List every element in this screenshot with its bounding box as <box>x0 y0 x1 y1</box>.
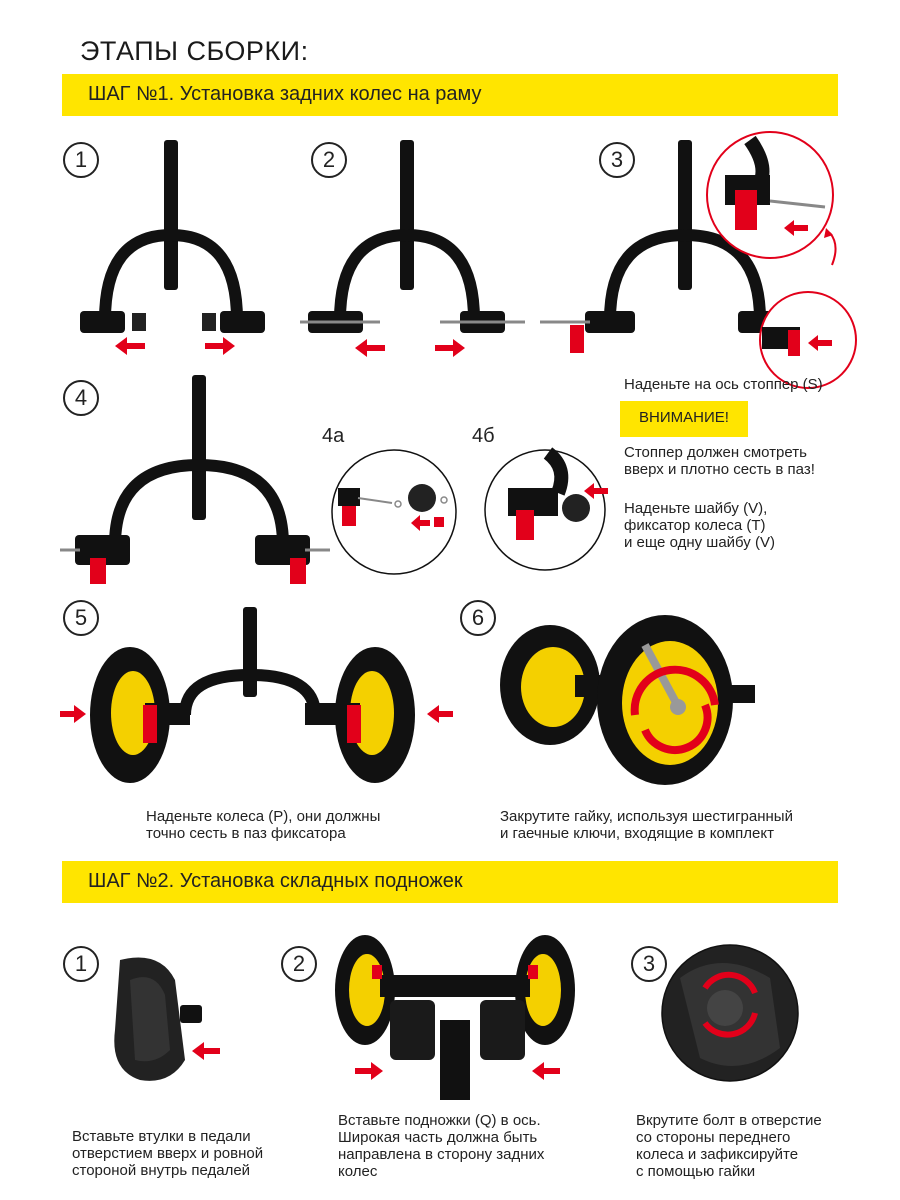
pedal-illustration-1 <box>114 957 220 1081</box>
detail-circle-4b <box>484 447 608 571</box>
frame-illustration-1 <box>80 140 265 355</box>
step2-caption-3: Вкрутите болт в отверстие со стороны пер… <box>636 1112 822 1180</box>
step2-caption-3-line-4: с помощью гайки <box>636 1163 756 1180</box>
step1-num-1: 1 <box>63 142 99 178</box>
step1-num-4: 4 <box>63 380 99 416</box>
step1-num-2: 2 <box>311 142 347 178</box>
stopper-warning-line-1: Стоппер должен смотреть <box>624 444 807 461</box>
stopper-instruction: Наденьте на ось стоппер (S) <box>624 376 823 393</box>
step1-num-5: 5 <box>63 600 99 636</box>
step2-num-3: 3 <box>631 946 667 982</box>
step2-caption-2-line-3: направлена в сторону задних <box>338 1146 545 1163</box>
bolt-illustration-3 <box>661 944 799 1082</box>
washer-line-1: Наденьте шайбу (V), <box>624 500 768 517</box>
nut-caption: Закрутите гайку, используя шестигранный … <box>500 808 793 842</box>
step2-caption-3-line-3: колеса и зафиксируйте <box>636 1146 799 1163</box>
step2-banner: ШАГ №2. Установка складных подножек <box>62 861 838 903</box>
detail-circle-4a <box>331 449 457 575</box>
warning-text: ВНИМАНИЕ! <box>639 409 729 426</box>
step2-caption-1-line-1: Вставьте втулки в педали <box>72 1128 251 1145</box>
step2-caption-3-line-2: со стороны переднего <box>636 1129 791 1146</box>
step2-caption-2-line-4: колес <box>338 1163 378 1180</box>
nut-caption-line-1: Закрутите гайку, используя шестигранный <box>500 808 793 825</box>
step2-caption-2-line-2: Широкая часть должна быть <box>338 1129 538 1146</box>
frame-illustration-2 <box>300 140 525 357</box>
step2-caption-2: Вставьте подножки (Q) в ось. Широкая час… <box>338 1112 544 1180</box>
wheels-caption-line-2: точно сесть в паз фиксатора <box>146 825 346 842</box>
washer-instruction: Наденьте шайбу (V), фиксатор колеса (T) … <box>624 500 775 551</box>
step2-banner-text: ШАГ №2. Установка складных подножек <box>88 870 463 892</box>
wheels-illustration-6 <box>500 615 755 785</box>
step2-caption-1-line-2: отверстием вверх и ровной <box>72 1145 264 1162</box>
washer-line-3: и еще одну шайбу (V) <box>624 534 775 551</box>
step2-caption-1-line-3: стороной внутрь педалей <box>72 1162 251 1179</box>
arrow-right-icon <box>205 337 235 355</box>
sublabel-4a: 4а <box>322 425 345 447</box>
step2-caption-2-line-1: Вставьте подножки (Q) в ось. <box>338 1112 541 1129</box>
sublabel-4b: 4б <box>472 425 495 447</box>
washer-line-2: фиксатор колеса (T) <box>624 517 766 534</box>
step1-banner: ШАГ №1. Установка задних колес на раму <box>62 74 838 116</box>
nut-caption-line-2: и гаечные ключи, входящие в комплект <box>500 825 774 842</box>
footrest-illustration-2 <box>335 935 575 1100</box>
arrow-left-icon <box>115 337 145 355</box>
step2-num-1: 1 <box>63 946 99 982</box>
step1-num-3: 3 <box>599 142 635 178</box>
step2-caption-3-line-1: Вкрутите болт в отверстие <box>636 1112 822 1129</box>
page-title: ЭТАПЫ СБОРКИ: <box>80 36 309 66</box>
frame-illustration-3 <box>540 131 857 389</box>
warning-badge: ВНИМАНИЕ! <box>620 401 748 437</box>
stopper-warning-line-2: вверх и плотно сесть в паз! <box>624 461 815 478</box>
step2-num-2: 2 <box>281 946 317 982</box>
step1-banner-text: ШАГ №1. Установка задних колес на раму <box>88 83 482 105</box>
step2-caption-1: Вставьте втулки в педали отверстием ввер… <box>72 1128 263 1179</box>
wheels-illustration-5 <box>60 607 453 783</box>
frame-illustration-4 <box>60 375 330 584</box>
wheels-caption-line-1: Наденьте колеса (P), они должны <box>146 808 381 825</box>
stopper-warning-text: Стоппер должен смотреть вверх и плотно с… <box>624 444 815 478</box>
step1-num-6: 6 <box>460 600 496 636</box>
wheels-caption: Наденьте колеса (P), они должны точно се… <box>146 808 380 842</box>
